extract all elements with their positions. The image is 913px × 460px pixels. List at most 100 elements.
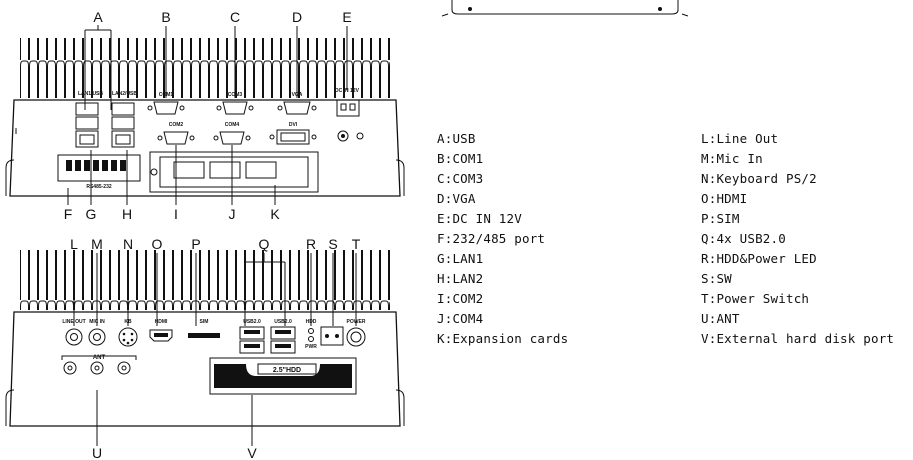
line-out-label: LINE OUT bbox=[62, 319, 85, 325]
callout-q: Q bbox=[259, 236, 270, 252]
expansion-cards bbox=[15, 128, 319, 193]
callout-r: R bbox=[306, 236, 316, 252]
callout-d: D bbox=[292, 9, 302, 25]
legend-item: B:COM1 bbox=[437, 151, 484, 166]
sw-switch bbox=[320, 326, 344, 346]
ground-screw bbox=[337, 130, 364, 142]
top-panel: A B C D E F G H I J K bbox=[5, 9, 405, 222]
callout-f: F bbox=[64, 206, 73, 222]
line-out-jack: LINE OUT bbox=[62, 319, 86, 346]
callout-g: G bbox=[86, 206, 97, 222]
legend-item: E:DC IN 12V bbox=[437, 211, 522, 226]
bottom-panel: L M N O P Q R S T U V bbox=[5, 236, 405, 460]
legend-item: Q:4x USB2.0 bbox=[701, 231, 786, 246]
legend-item: R:HDD&Power LED bbox=[701, 251, 817, 266]
usb-ports-left: USB2.0 bbox=[239, 319, 265, 354]
dvi-label: DVI bbox=[289, 122, 298, 128]
power-label: POWER bbox=[347, 319, 366, 325]
callout-k: K bbox=[270, 206, 280, 222]
com1-label: COM1 bbox=[159, 92, 174, 98]
external-hdd-bay: 2.5"HDD bbox=[209, 357, 357, 395]
legend-item: M:Mic In bbox=[701, 151, 763, 166]
lan2-usb-label: LAN2/USB bbox=[112, 91, 137, 97]
callout-n: N bbox=[123, 236, 133, 252]
com3-label: COM3 bbox=[228, 92, 243, 98]
com4-port: COM4 bbox=[213, 122, 251, 145]
lan1-usb-port: LAN1/USB bbox=[75, 91, 103, 148]
sim-slot: SIM bbox=[188, 319, 220, 338]
hdd-power-led: HDD PWR bbox=[305, 319, 317, 350]
callout-c: C bbox=[230, 9, 240, 25]
serial-label: RS485-232 bbox=[86, 184, 112, 190]
legend-item: N:Keyboard PS/2 bbox=[701, 171, 817, 186]
kb-label: KB bbox=[124, 319, 132, 325]
legend-item: T:Power Switch bbox=[701, 291, 810, 306]
callout-p: P bbox=[191, 236, 200, 252]
mic-in-jack: MIC IN bbox=[88, 319, 106, 346]
vga-label: VGA bbox=[292, 92, 303, 98]
legend-item: V:External hard disk port bbox=[701, 331, 895, 346]
leader-lines-bottom bbox=[73, 253, 357, 446]
callout-v: V bbox=[247, 445, 257, 460]
hdd-led-label: HDD bbox=[306, 319, 317, 325]
legend-item: D:VGA bbox=[437, 191, 476, 206]
legend-item: G:LAN1 bbox=[437, 251, 484, 266]
hdmi-label: HDMI bbox=[155, 319, 168, 325]
callout-l: L bbox=[70, 236, 78, 252]
callout-b: B bbox=[161, 9, 170, 25]
usb-label-a: USB2.0 bbox=[243, 319, 261, 325]
com1-port: COM1 bbox=[147, 92, 185, 115]
legend-item: P:SIM bbox=[701, 211, 740, 226]
callout-s: S bbox=[328, 236, 337, 252]
legend-item: I:COM2 bbox=[437, 291, 484, 306]
lan2-usb-port: LAN2/USB bbox=[111, 91, 137, 148]
keyboard-ps2-port: KB bbox=[118, 319, 138, 347]
legend-left: A:USB B:COM1 C:COM3 D:VGA E:DC IN 12V F:… bbox=[437, 129, 568, 349]
com4-label: COM4 bbox=[225, 122, 240, 128]
serial-terminal: RS485-232 bbox=[57, 154, 141, 190]
lan1-usb-label: LAN1/USB bbox=[78, 91, 103, 97]
legend-item: S:SW bbox=[701, 271, 732, 286]
vga-port: VGA bbox=[277, 92, 317, 115]
legend-item: J:COM4 bbox=[437, 311, 484, 326]
legend-item: F:232/485 port bbox=[437, 231, 546, 246]
legend-item: O:HDMI bbox=[701, 191, 748, 206]
leader-lines-top bbox=[67, 25, 348, 205]
com2-port: COM2 bbox=[157, 122, 195, 145]
ant-label: ANT bbox=[93, 355, 106, 361]
legend-right: L:Line Out M:Mic In N:Keyboard PS/2 O:HD… bbox=[701, 129, 894, 349]
callout-i: I bbox=[174, 206, 178, 222]
dc-in-label: DC IN 12V bbox=[335, 88, 360, 94]
callout-m: M bbox=[91, 236, 103, 252]
callout-h: H bbox=[122, 206, 132, 222]
dc-in-port: DC IN 12V bbox=[335, 88, 360, 117]
hdmi-port: HDMI bbox=[149, 319, 173, 342]
callout-j: J bbox=[229, 206, 236, 222]
legend-item: U:ANT bbox=[701, 311, 740, 326]
usb-label-b: USB2.0 bbox=[274, 319, 292, 325]
mic-in-label: MIC IN bbox=[89, 319, 105, 325]
usb-ports-right: USB2.0 bbox=[270, 319, 296, 354]
callout-o: O bbox=[152, 236, 163, 252]
sim-label: SIM bbox=[200, 319, 209, 325]
legend-item: A:USB bbox=[437, 131, 476, 146]
callout-a: A bbox=[93, 9, 103, 25]
legend-item: H:LAN2 bbox=[437, 271, 484, 286]
callouts-bottom: L M N O P Q R S T U V bbox=[70, 236, 361, 460]
legend-item: K:Expansion cards bbox=[437, 331, 569, 346]
antenna-ports: ANT bbox=[61, 355, 137, 375]
legend-item: C:COM3 bbox=[437, 171, 484, 186]
com3-port: COM3 bbox=[216, 92, 254, 115]
dvi-port: DVI bbox=[269, 122, 317, 145]
callout-e: E bbox=[342, 9, 351, 25]
legend-item: L:Line Out bbox=[701, 131, 779, 146]
callout-u: U bbox=[92, 445, 102, 460]
callouts-top: A B C D E F G H I J K bbox=[64, 9, 352, 222]
side-view-fragment bbox=[441, 0, 689, 17]
com2-label: COM2 bbox=[169, 122, 184, 128]
pwr-led-label: PWR bbox=[305, 344, 317, 350]
callout-t: T bbox=[352, 236, 361, 252]
hdd-bay-label: 2.5"HDD bbox=[273, 367, 301, 374]
power-switch: POWER bbox=[346, 319, 366, 347]
